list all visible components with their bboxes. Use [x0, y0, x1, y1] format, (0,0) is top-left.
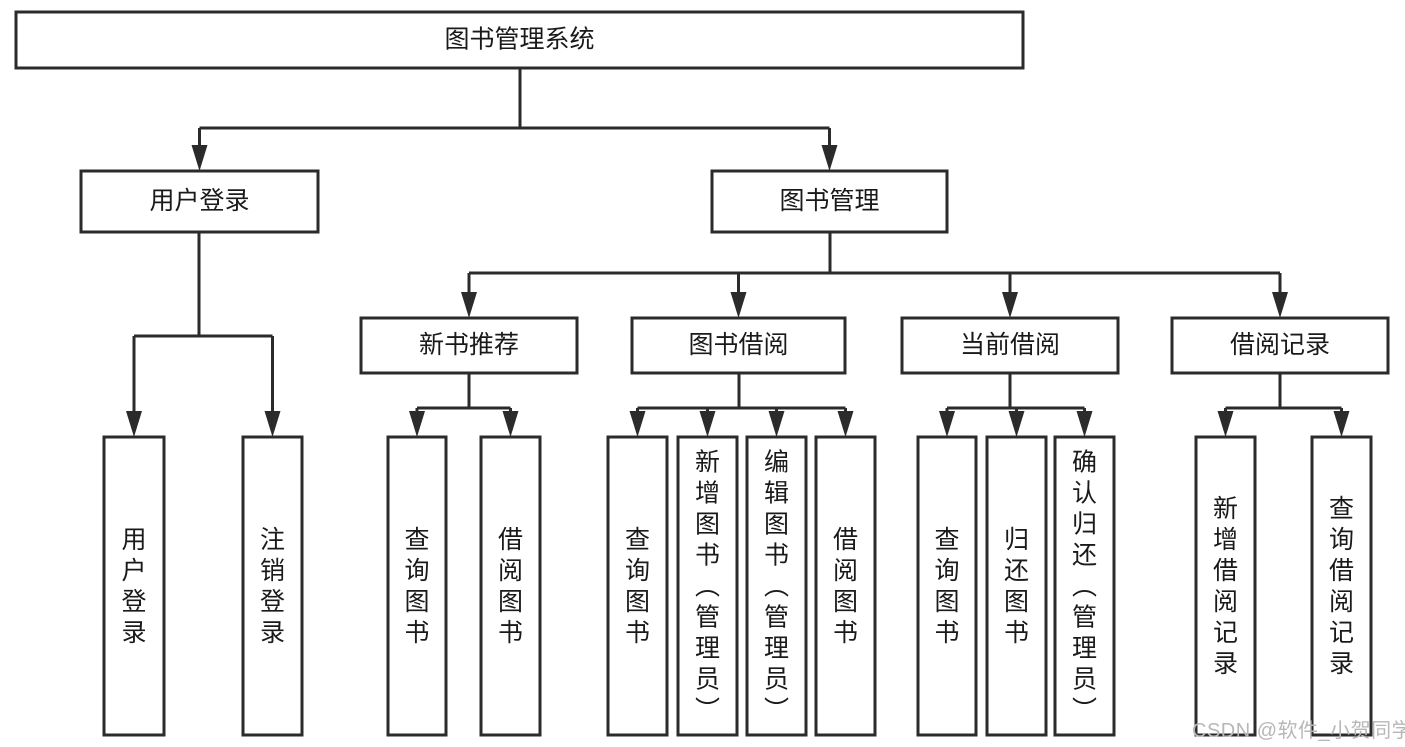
node-label: 借阅图书	[833, 526, 858, 647]
node-leaf-borrow-book-b[interactable]: 借阅图书	[814, 435, 877, 737]
connector-layer	[126, 68, 1350, 437]
node-book-mgmt[interactable]: 图书管理	[710, 169, 949, 234]
connector-root	[191, 68, 838, 171]
node-label: 新增借阅记录	[1213, 495, 1238, 678]
node-book-borrow[interactable]: 图书借阅	[630, 316, 847, 375]
connector-book_borrow	[629, 373, 854, 437]
node-label: 确认归还︵管理员︶	[1072, 449, 1097, 725]
node-label: 查询图书	[625, 526, 650, 647]
node-borrow-record[interactable]: 借阅记录	[1170, 316, 1390, 375]
node-label: 当前借阅	[960, 331, 1060, 359]
node-label: 编辑图书︵管理员︶	[764, 449, 789, 725]
node-label: 查询图书	[404, 526, 429, 647]
connector-current_borrow	[939, 373, 1093, 437]
node-leaf-borrow-book-a[interactable]: 借阅图书	[479, 435, 542, 737]
node-label: 查询图书	[934, 526, 959, 647]
node-label: 归还图书	[1004, 526, 1029, 647]
node-leaf-logout[interactable]: 注销登录	[241, 435, 304, 737]
connector-borrow_record	[1217, 373, 1350, 437]
node-layer: 图书管理系统用户登录图书管理新书推荐图书借阅当前借阅借阅记录用户登录注销登录查询…	[14, 10, 1390, 737]
node-leaf-user-login[interactable]: 用户登录	[102, 435, 166, 737]
connector-book_mgmt	[461, 232, 1288, 318]
node-label: 图书借阅	[688, 331, 788, 359]
node-leaf-edit-book[interactable]: 编辑图书︵管理员︶	[745, 435, 808, 737]
node-label: 用户登录	[121, 526, 146, 647]
node-label: 用户登录	[149, 187, 249, 215]
node-label: 注销登录	[260, 526, 285, 647]
node-current-borrow[interactable]: 当前借阅	[900, 316, 1120, 375]
node-leaf-confirm-return[interactable]: 确认归还︵管理员︶	[1053, 435, 1116, 737]
node-label: 新增图书︵管理员︶	[695, 449, 720, 725]
connector-new_book_rec	[409, 373, 519, 437]
node-leaf-query-book-b[interactable]: 查询图书	[606, 435, 669, 737]
node-label: 借阅图书	[498, 526, 523, 647]
node-label: 查询借阅记录	[1329, 495, 1354, 678]
node-leaf-add-record[interactable]: 新增借阅记录	[1194, 435, 1257, 737]
node-new-book-rec[interactable]: 新书推荐	[359, 316, 579, 375]
node-label: 图书管理	[779, 187, 879, 215]
node-label: 新书推荐	[419, 331, 519, 359]
node-leaf-query-record[interactable]: 查询借阅记录	[1310, 435, 1373, 737]
node-leaf-query-book-c[interactable]: 查询图书	[916, 435, 978, 737]
node-label: 借阅记录	[1230, 331, 1330, 359]
node-user-login[interactable]: 用户登录	[79, 169, 320, 234]
node-leaf-return-book[interactable]: 归还图书	[985, 435, 1048, 737]
node-root[interactable]: 图书管理系统	[14, 10, 1025, 70]
node-leaf-query-book-a[interactable]: 查询图书	[386, 435, 448, 737]
connector-user_login	[126, 232, 281, 437]
node-leaf-add-book[interactable]: 新增图书︵管理员︶	[676, 435, 739, 737]
node-label: 图书管理系统	[444, 26, 594, 54]
